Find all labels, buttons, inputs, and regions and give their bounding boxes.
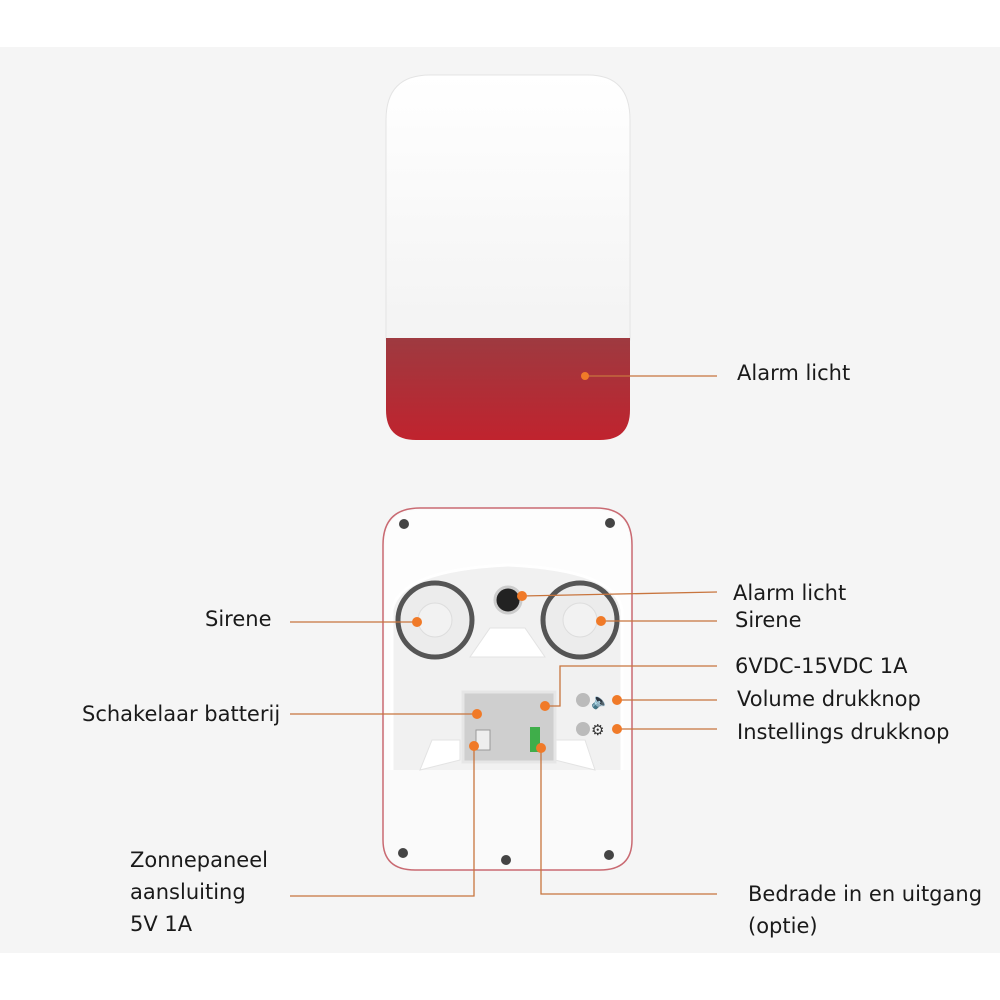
label-solar-line2: aansluiting xyxy=(130,880,246,904)
label-wired-line2: (optie) xyxy=(748,914,818,938)
screw xyxy=(398,518,615,865)
leader-lines xyxy=(290,375,718,897)
siren-speaker-left xyxy=(395,580,475,660)
label-siren-right: Sirene xyxy=(735,608,802,632)
label-solar-line3: 5V 1A xyxy=(130,912,193,936)
label-alarm-light-cover: Alarm licht xyxy=(737,361,851,385)
label-settings-button: Instellings drukknop xyxy=(737,720,950,744)
alarm-led xyxy=(493,585,523,615)
gear-icon: ⚙ xyxy=(591,723,604,739)
label-siren-left: Sirene xyxy=(205,607,272,631)
label-alarm-light-base: Alarm licht xyxy=(733,581,847,605)
siren-base: 🔈 ⚙ xyxy=(382,507,633,871)
label-battery-switch: Schakelaar batterij xyxy=(82,702,281,726)
label-volume-button: Volume drukknop xyxy=(737,687,921,711)
siren-cover xyxy=(385,74,631,440)
label-solar-line1: Zonnepaneel xyxy=(130,848,268,872)
callout-dot xyxy=(412,372,622,753)
speaker-icon: 🔈 xyxy=(591,694,610,710)
label-wired-line1: Bedrade in en uitgang xyxy=(748,882,983,906)
siren-speaker-right xyxy=(540,580,620,660)
label-power-input: 6VDC-15VDC 1A xyxy=(735,654,908,678)
